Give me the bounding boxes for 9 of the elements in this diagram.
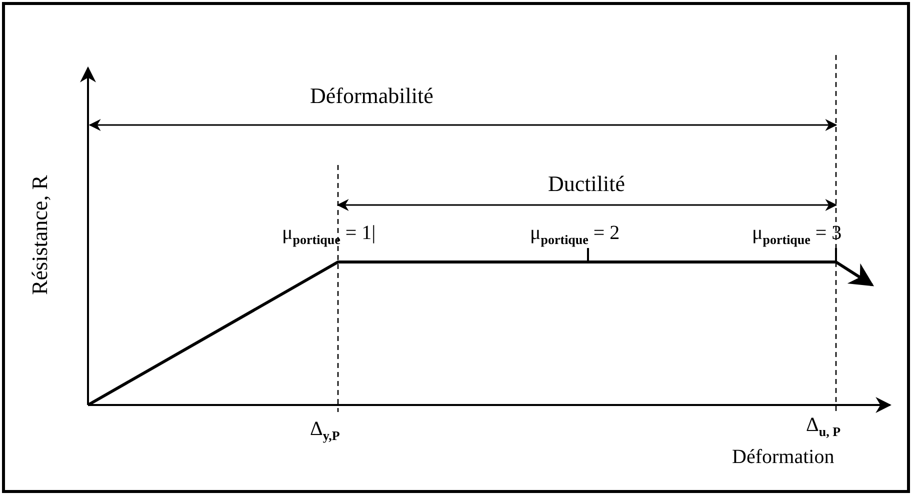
ductility-label: μ$_{portique}$ = 2 <box>530 222 620 248</box>
ductility-label: μ$_{portique}$ = 1| <box>282 222 376 248</box>
tick-label: Δ$_{y,P}$ <box>310 418 340 444</box>
axis-title: Déformabilité <box>310 84 434 108</box>
tick-label: Δ$_{u, P}$ <box>806 414 841 440</box>
dimension-label: Ductilité <box>548 172 625 196</box>
ductility-label: μ$_{portique}$ = 3 <box>752 222 842 248</box>
axis-title: Déformation <box>732 446 834 468</box>
axis-title: Résistance, R <box>28 175 52 295</box>
